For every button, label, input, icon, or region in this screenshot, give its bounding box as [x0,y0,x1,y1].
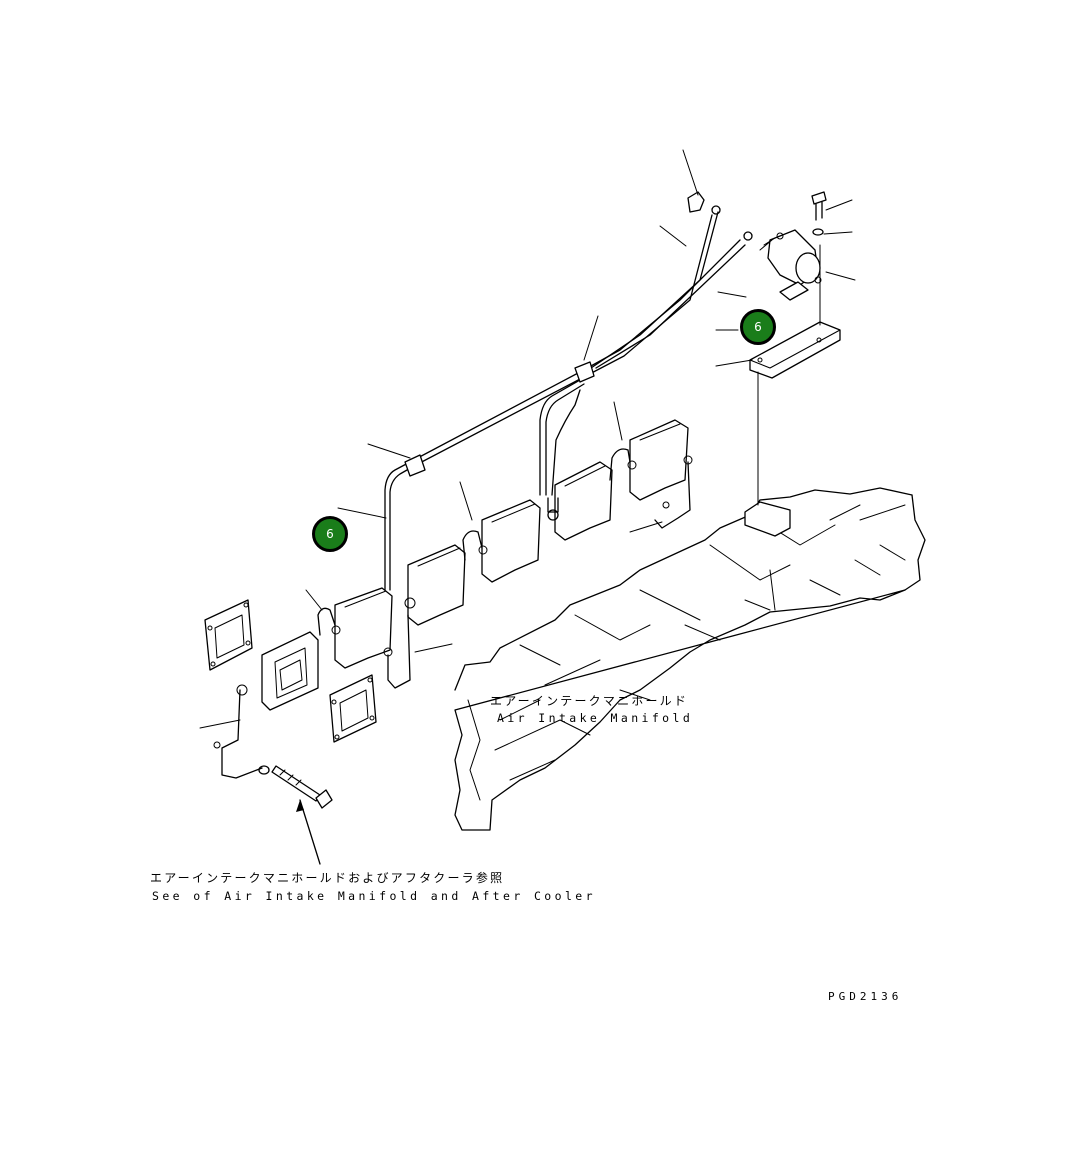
reference-label-jp: エアーインテークマニホールドおよびアフタクーラ参照 [150,871,505,885]
gaskets [204,599,377,743]
air-intake-manifold [454,487,926,831]
heater-blocks [334,419,689,669]
wiring-harness [384,205,753,591]
callout-6-upper[interactable]: 6 [740,309,776,345]
leader-lines [199,149,856,729]
reference-label-en: See of Air Intake Manifold and After Coo… [152,889,596,903]
drawing-code: PGD2136 [828,990,903,1003]
mounting-bolt [258,765,333,865]
callout-number: 6 [326,527,334,541]
callout-number: 6 [754,320,762,334]
callout-6-lower[interactable]: 6 [312,516,348,552]
manifold-label-en: Air Intake Manifold [497,711,694,725]
manifold-label-jp: エアーインテークマニホールド [490,694,689,708]
heater-relay-assembly [687,191,841,506]
jumper-cables [213,448,693,779]
